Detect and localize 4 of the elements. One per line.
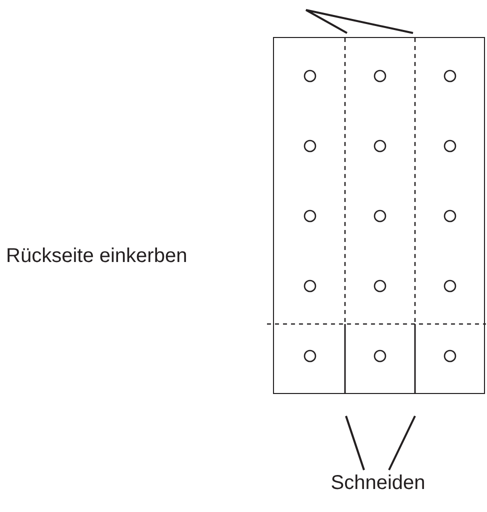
leader-line <box>388 416 416 470</box>
leader-line <box>345 416 365 470</box>
annotation-label: Schneiden <box>318 470 438 496</box>
annotation-label: Rückseite einkerben <box>6 244 188 269</box>
